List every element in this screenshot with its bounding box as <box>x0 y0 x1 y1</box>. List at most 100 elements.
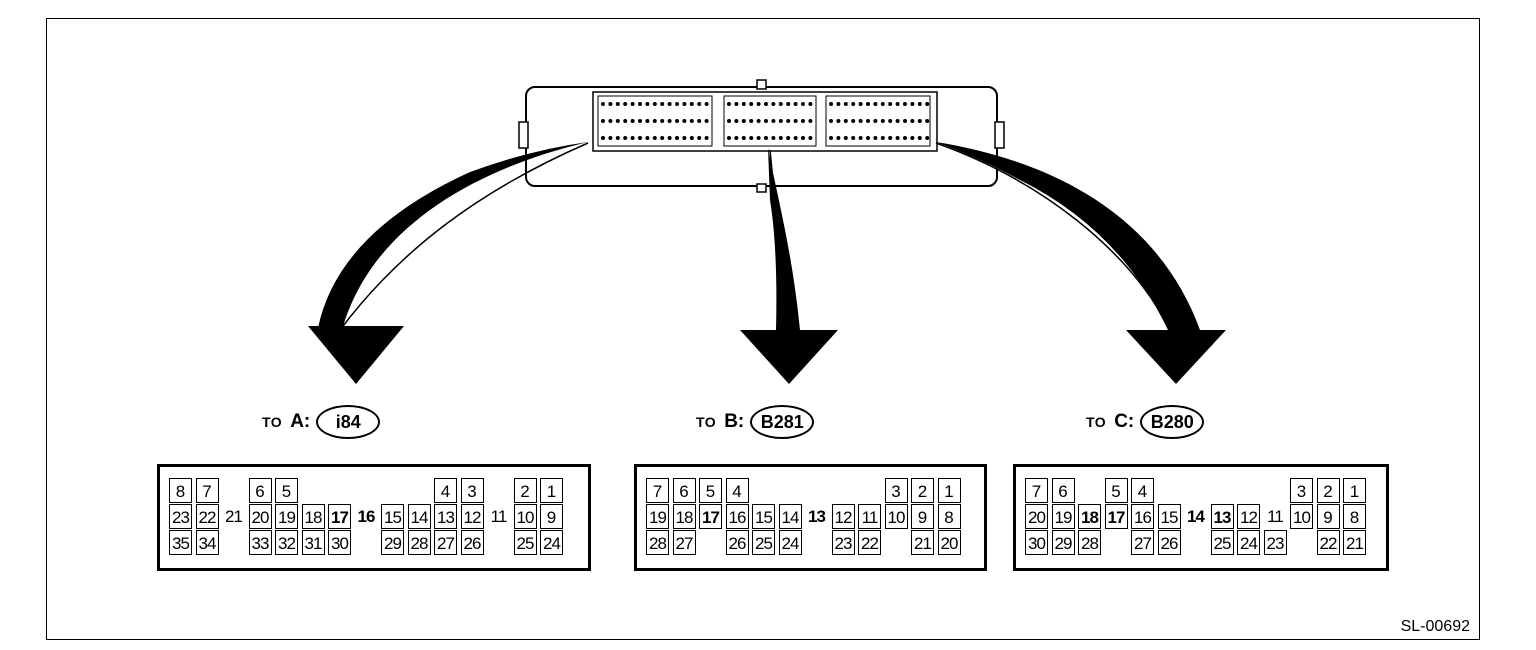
pin-cell <box>222 478 245 503</box>
pin-cell: 20 <box>937 530 961 555</box>
pin-cell <box>408 478 431 503</box>
pin-cell <box>1184 530 1207 555</box>
pin-cell: 2 <box>911 478 934 503</box>
pin-cell: 27 <box>672 530 696 555</box>
pin-cell: 19 <box>1051 504 1075 529</box>
pin-cell: 21 <box>911 530 934 555</box>
pin-cell: 25 <box>752 530 775 555</box>
pin-cell: 5 <box>275 478 298 503</box>
pin-cell: 20 <box>248 504 272 529</box>
pin-cell: 1 <box>540 478 563 503</box>
pin-cell <box>885 530 908 555</box>
arrow-to-c <box>935 142 1226 384</box>
pin-cell: 4 <box>725 478 749 503</box>
pin-cell: 2 <box>513 478 537 503</box>
pin-cell: 32 <box>275 530 298 555</box>
pin-cell: 4 <box>434 478 457 503</box>
pin-cell <box>1158 478 1181 503</box>
pin-cell <box>1237 478 1260 503</box>
pin-cell: 27 <box>434 530 457 555</box>
pin-cell: 8 <box>169 478 192 503</box>
pin-cell: 24 <box>1237 530 1260 555</box>
pin-cell: 8 <box>1343 504 1366 529</box>
label-connector-b: TO B: B281 <box>696 402 815 442</box>
pin-cell: 26 <box>1157 530 1181 555</box>
pin-cell <box>222 530 245 555</box>
pin-cell <box>1184 478 1207 503</box>
label-connector-c: TO C: B280 <box>1086 402 1205 442</box>
pin-cell: 7 <box>195 478 219 503</box>
pin-cell: 13 <box>434 504 457 529</box>
pin-cell: 13 <box>808 507 826 526</box>
pin-cell: 3 <box>1290 478 1313 503</box>
pin-cell: 3 <box>460 478 484 503</box>
pin-cell: 7 <box>646 478 669 503</box>
control-module <box>518 79 1005 193</box>
module-connector-pins <box>597 95 931 147</box>
pin-cell: 15 <box>381 504 404 529</box>
pin-cell <box>487 530 510 555</box>
pin-cell <box>381 478 404 503</box>
pin-cell: 9 <box>911 504 934 529</box>
pin-cell <box>779 478 802 503</box>
pin-cell <box>805 530 828 555</box>
pin-cell <box>699 530 722 555</box>
arrow-to-a <box>308 142 589 384</box>
pin-cell: 15 <box>752 504 775 529</box>
pin-cell: 9 <box>540 504 563 529</box>
pin-cell: 30 <box>328 530 351 555</box>
connector-code-badge: B281 <box>750 405 815 439</box>
diagram-frame <box>46 18 1480 640</box>
connector-code-badge: B280 <box>1140 405 1205 439</box>
pin-cell: 6 <box>672 478 696 503</box>
pin-cell: 2 <box>1316 478 1340 503</box>
pin-cell: 1 <box>937 478 961 503</box>
pin-cell: 7 <box>1025 478 1048 503</box>
pin-cell <box>302 478 325 503</box>
pin-cell: 18 <box>1078 504 1101 529</box>
pin-cell <box>1078 478 1101 503</box>
pin-cell: 14 <box>778 504 802 529</box>
pin-cell: 10 <box>1290 504 1313 529</box>
pin-cell: 23 <box>831 530 855 555</box>
pin-cell: 13 <box>1210 504 1234 529</box>
label-letter: B: <box>724 411 745 432</box>
label-connector-a: TO A: i84 <box>262 402 381 442</box>
pin-cell: 25 <box>1210 530 1234 555</box>
pin-cell: 9 <box>1316 504 1340 529</box>
pin-cell: 35 <box>169 530 192 555</box>
pin-cell: 8 <box>937 504 961 529</box>
pin-cell <box>355 478 378 503</box>
pin-cell <box>1264 478 1287 503</box>
pin-cell: 26 <box>725 530 749 555</box>
pin-cell: 14 <box>1187 507 1205 526</box>
pin-cell <box>355 530 378 555</box>
pin-cell: 5 <box>1104 478 1128 503</box>
pin-cell <box>858 478 881 503</box>
pin-cell: 30 <box>1025 530 1048 555</box>
pin-cell: 24 <box>540 530 563 555</box>
pin-cell <box>1211 478 1234 503</box>
pin-cell <box>832 478 855 503</box>
pin-cell: 29 <box>381 530 404 555</box>
pin-cell: 10 <box>513 504 537 529</box>
connector-code-badge: i84 <box>316 405 381 439</box>
pin-cell <box>487 478 510 503</box>
pin-cell: 22 <box>858 530 881 555</box>
pin-cell: 6 <box>248 478 272 503</box>
pin-cell: 34 <box>195 530 219 555</box>
pin-cell: 11 <box>858 504 881 529</box>
pin-cell: 19 <box>646 504 669 529</box>
pin-cell: 31 <box>301 530 325 555</box>
label-letter: A: <box>290 411 311 432</box>
pin-cell: 28 <box>646 530 669 555</box>
pin-cell: 18 <box>301 504 325 529</box>
pin-cell: 14 <box>407 504 431 529</box>
pin-cell: 29 <box>1051 530 1075 555</box>
pin-cell <box>1290 530 1313 555</box>
pin-cell: 21 <box>225 507 243 526</box>
pin-cell: 28 <box>407 530 431 555</box>
